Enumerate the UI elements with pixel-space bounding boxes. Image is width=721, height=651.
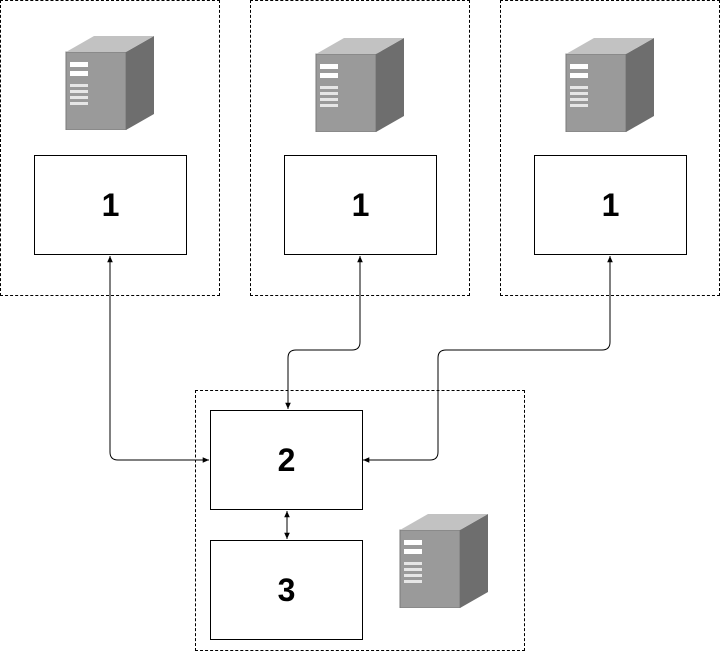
node-2-box: 2 [210,410,363,510]
server-icon [399,514,488,608]
node-1-box: 1 [34,155,187,255]
node-1-box: 1 [534,155,687,255]
server-icon [315,38,404,132]
node-3-box: 3 [210,540,363,640]
server-icon [65,36,154,130]
server-icon [565,38,654,132]
node-1-box: 1 [284,155,437,255]
